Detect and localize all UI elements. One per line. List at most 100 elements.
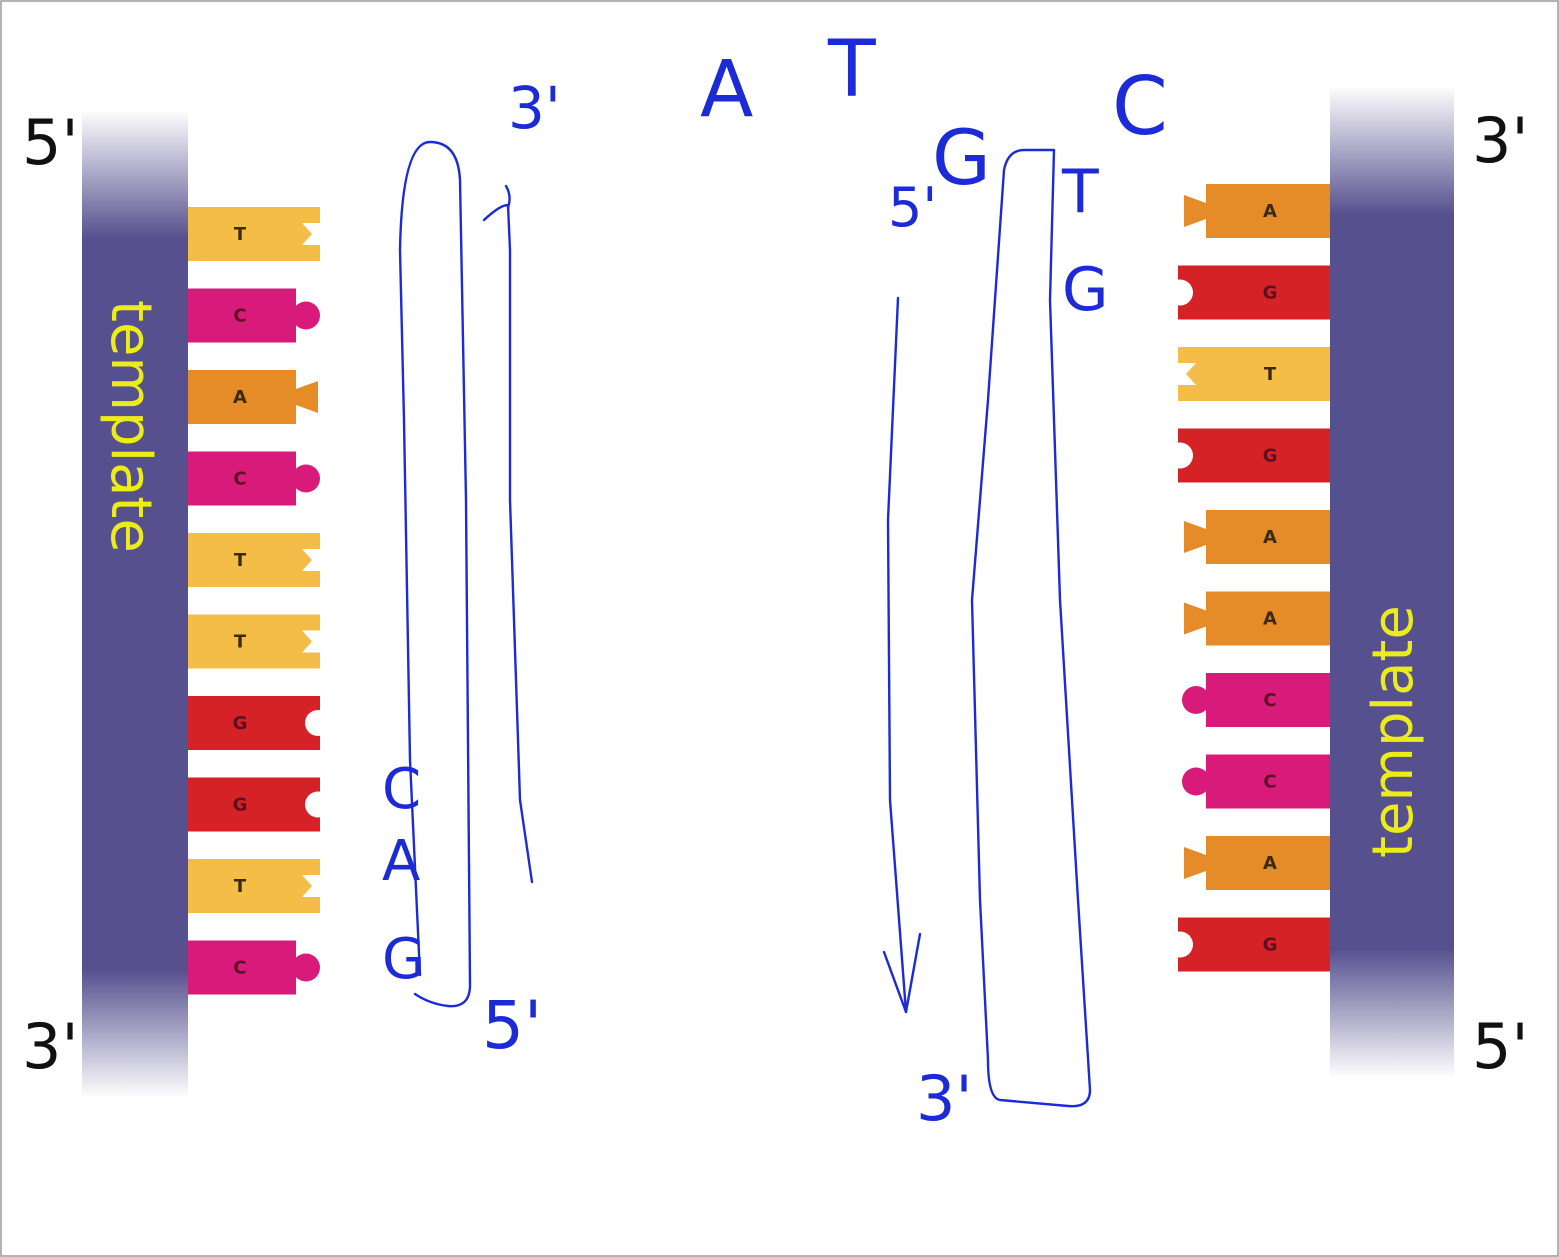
base-letter: T bbox=[234, 550, 247, 571]
base-connector bbox=[1184, 847, 1206, 879]
base-letter: C bbox=[1263, 772, 1276, 793]
base-C: C bbox=[188, 940, 320, 995]
base-body bbox=[188, 859, 296, 913]
base-C: C bbox=[188, 451, 320, 506]
left-new-strand-loop bbox=[398, 140, 472, 1008]
base-connector bbox=[302, 549, 322, 571]
base-body bbox=[1206, 184, 1330, 238]
base-body bbox=[1206, 347, 1330, 401]
base-body bbox=[1206, 917, 1330, 972]
base-body bbox=[188, 207, 296, 261]
base-body bbox=[1206, 510, 1330, 564]
base-T: T bbox=[188, 859, 322, 913]
base-letter: T bbox=[234, 224, 247, 245]
base-C: C bbox=[1182, 673, 1330, 727]
base-letter: C bbox=[233, 306, 246, 327]
base-letter: G bbox=[233, 713, 248, 734]
base-connector bbox=[1167, 279, 1193, 306]
base-A: A bbox=[1184, 836, 1330, 890]
base-letter: T bbox=[234, 876, 247, 897]
base-connector bbox=[1167, 442, 1193, 469]
left-template-handwritten-label: template bbox=[98, 300, 163, 553]
base-letter: A bbox=[1263, 609, 1277, 630]
right-new-strand-loop bbox=[970, 148, 1092, 1108]
top-pair-letter-2: T bbox=[827, 25, 876, 115]
base-letter: A bbox=[1263, 201, 1277, 222]
base-connector bbox=[302, 223, 322, 245]
base-connector bbox=[292, 464, 320, 493]
base-body bbox=[188, 614, 296, 669]
base-G: G bbox=[188, 696, 331, 750]
left-backbone bbox=[82, 110, 188, 1098]
base-connector bbox=[1182, 767, 1210, 796]
base-body bbox=[1206, 591, 1330, 646]
base-C: C bbox=[1182, 754, 1330, 809]
right-bottom-end-label: 5' bbox=[1472, 1010, 1529, 1083]
base-G: G bbox=[188, 777, 331, 832]
base-A: A bbox=[1184, 184, 1330, 238]
right-new-strand-bottom-end: 3' bbox=[916, 1062, 973, 1135]
top-pair-letter-3: G bbox=[932, 113, 991, 202]
base-body bbox=[1206, 673, 1330, 727]
base-connector bbox=[305, 710, 331, 736]
base-letter: C bbox=[233, 958, 246, 979]
base-letter: T bbox=[234, 632, 247, 653]
base-body bbox=[188, 940, 296, 995]
right-backbone bbox=[1330, 86, 1454, 1078]
base-T: T bbox=[188, 614, 322, 669]
base-G: G bbox=[1167, 917, 1330, 972]
left-bottom-end-label: 3' bbox=[22, 1010, 79, 1083]
top-pair-letter-1: A bbox=[700, 45, 753, 135]
base-letter: G bbox=[1263, 935, 1278, 956]
right-new-strand-top-end: 5' bbox=[888, 176, 937, 239]
base-T: T bbox=[1176, 347, 1330, 401]
right-template-handwritten-label: template bbox=[1361, 605, 1426, 858]
right-top-end-label: 3' bbox=[1472, 104, 1529, 177]
base-connector bbox=[1182, 686, 1210, 714]
left-new-strand-hook bbox=[504, 184, 511, 210]
base-body bbox=[188, 370, 296, 424]
base-body bbox=[1206, 754, 1330, 809]
base-body bbox=[188, 451, 296, 506]
base-connector bbox=[302, 630, 322, 653]
base-connector bbox=[305, 791, 331, 818]
base-T: T bbox=[188, 207, 322, 261]
left-new-strand-line bbox=[482, 203, 534, 884]
base-body bbox=[1206, 428, 1330, 483]
left-new-strand-letter-1: C bbox=[382, 757, 421, 822]
base-body bbox=[188, 533, 296, 587]
base-connector bbox=[302, 875, 322, 897]
base-A: A bbox=[188, 370, 318, 424]
base-body bbox=[1206, 265, 1330, 320]
base-letter: T bbox=[1264, 364, 1277, 385]
left-strand-bases: T C A C T T G G T C bbox=[188, 207, 331, 995]
base-connector bbox=[1184, 602, 1206, 635]
base-letter: G bbox=[1263, 283, 1278, 304]
right-new-strand-arrow-line bbox=[886, 296, 908, 1014]
base-letter: C bbox=[233, 469, 246, 490]
base-letter: A bbox=[233, 387, 247, 408]
left-new-strand-top-end: 3' bbox=[508, 74, 561, 142]
right-new-strand-letter-1: T bbox=[1061, 157, 1099, 227]
right-new-strand-letter-2: G bbox=[1062, 255, 1109, 325]
right-new-strand-arrowhead bbox=[882, 932, 922, 1014]
base-connector bbox=[1167, 931, 1193, 958]
base-connector bbox=[1184, 195, 1206, 227]
base-letter: G bbox=[1263, 446, 1278, 467]
base-body bbox=[1206, 836, 1330, 890]
left-top-end-label: 5' bbox=[22, 106, 79, 179]
base-body bbox=[188, 288, 296, 343]
base-T: T bbox=[188, 533, 322, 587]
base-letter: A bbox=[1263, 853, 1277, 874]
base-connector bbox=[292, 301, 320, 330]
base-body bbox=[188, 696, 296, 750]
base-G: G bbox=[1167, 265, 1330, 320]
left-new-strand-bottom-end: 5' bbox=[482, 987, 542, 1064]
base-connector bbox=[296, 381, 318, 413]
base-letter: G bbox=[233, 795, 248, 816]
right-strand-bases: A G T G A A C C A G bbox=[1167, 184, 1330, 972]
top-pair-letter-4: C bbox=[1112, 60, 1168, 153]
base-A: A bbox=[1184, 510, 1330, 564]
